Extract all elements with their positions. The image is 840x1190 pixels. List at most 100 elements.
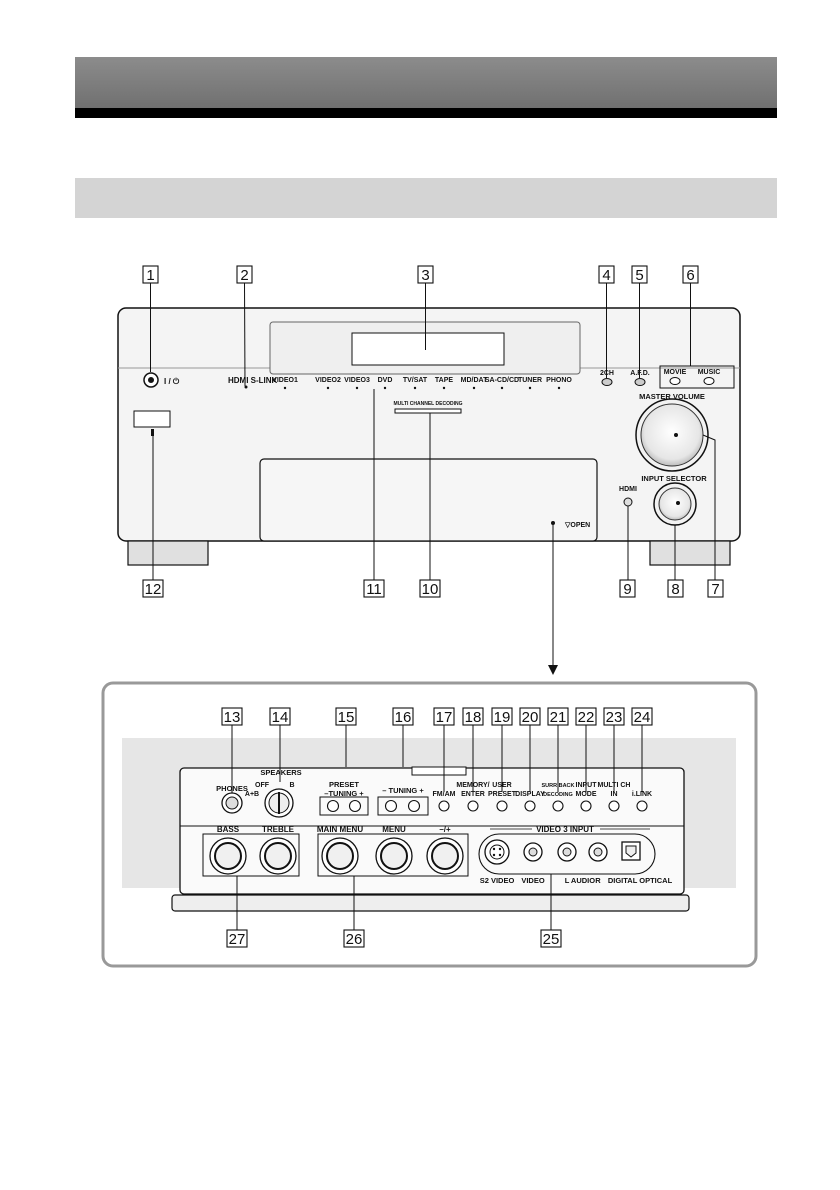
- surr-back-decoding-button[interactable]: [552, 800, 564, 812]
- header-band: [75, 57, 777, 112]
- phones-jack-inner: [225, 796, 239, 810]
- input-label-tvsat: TV/SAT: [403, 377, 428, 384]
- input-label-tape: TAPE: [435, 377, 453, 384]
- surr-label-1: SURR BACK: [542, 783, 575, 789]
- audio-label: AUDIO: [571, 876, 595, 885]
- standby-indicator: [151, 429, 154, 436]
- callout-19: 19: [494, 709, 511, 726]
- input-label-tuner: TUNER: [518, 377, 542, 384]
- s2video-pins: [492, 847, 502, 857]
- tuning-plus-button[interactable]: [407, 799, 421, 813]
- callout-13: 13: [224, 709, 241, 726]
- 2ch-button[interactable]: [601, 378, 613, 386]
- digital-optical-label: DIGITAL OPTICAL: [608, 876, 673, 885]
- callout-26: 26: [346, 931, 363, 948]
- callout-27: 27: [229, 931, 246, 948]
- hdmi-indicator: [623, 497, 633, 507]
- tuning-label: – TUNING +: [382, 786, 424, 795]
- audio-r-jack-inner: [593, 847, 603, 857]
- preset-tuning-label: –TUNING +: [324, 789, 364, 798]
- callout-7: 7: [711, 581, 719, 598]
- preset-tuning-minus-button[interactable]: [326, 799, 340, 813]
- afd-button[interactable]: [634, 378, 646, 386]
- tuning-box: [377, 796, 429, 816]
- callout-15: 15: [338, 709, 355, 726]
- video-jack-inner: [528, 847, 538, 857]
- main-menu-knob[interactable]: [326, 842, 354, 870]
- fmam-button[interactable]: [438, 800, 450, 812]
- treble-label: TREBLE: [262, 825, 295, 834]
- display-button[interactable]: [524, 800, 536, 812]
- fmam-label: FM/AM: [433, 791, 456, 798]
- callout-11: 11: [366, 581, 382, 598]
- callout-12: 12: [145, 581, 162, 598]
- top-callout-boxes: [142, 265, 724, 598]
- hdmi-label: HDMI: [619, 486, 637, 493]
- callout-23: 23: [606, 709, 623, 726]
- master-volume-knob[interactable]: [640, 403, 704, 467]
- user-label-1: USER: [492, 782, 511, 789]
- bass-label: BASS: [217, 825, 240, 834]
- input-label-mddat: MD/DAT: [461, 377, 488, 384]
- speakers-label: SPEAKERS: [260, 768, 301, 777]
- door-open-point: [551, 521, 555, 525]
- callout-25: 25: [543, 931, 560, 948]
- treble-knob[interactable]: [264, 842, 292, 870]
- music-button[interactable]: [703, 377, 715, 385]
- front-door[interactable]: [259, 458, 598, 542]
- section-band: [75, 178, 777, 218]
- callout-24: 24: [634, 709, 651, 726]
- video3-input-label: VIDEO 3 INPUT: [536, 825, 594, 834]
- callout-21: 21: [550, 709, 567, 726]
- input-label-dvd: DVD: [378, 377, 393, 384]
- memory-label-1: MEMORY/: [456, 782, 489, 789]
- speakers-b-label: B: [289, 782, 294, 789]
- input-mode-label-2: MODE: [576, 791, 597, 798]
- master-volume-marker: [674, 433, 678, 437]
- callout-10: 10: [422, 581, 439, 598]
- left-foot: [127, 540, 209, 566]
- ilink-label: i.LINK: [632, 791, 652, 798]
- header-rule: [75, 108, 777, 118]
- callout-18: 18: [465, 709, 482, 726]
- input-label-phono: PHONO: [546, 377, 572, 384]
- input-selector-knob[interactable]: [658, 487, 692, 521]
- memory-enter-button[interactable]: [467, 800, 479, 812]
- callout-14: 14: [272, 709, 289, 726]
- input-selector-label: INPUT SELECTOR: [641, 474, 707, 483]
- tuning-minus-button[interactable]: [384, 799, 398, 813]
- multi-channel-decoding-indicator: [394, 408, 462, 414]
- movie-label: MOVIE: [664, 369, 687, 376]
- multi-ch-in-button[interactable]: [608, 800, 620, 812]
- input-mode-button[interactable]: [580, 800, 592, 812]
- input-label-sacd: SA-CD/CD: [485, 377, 519, 384]
- bass-treble-box: [202, 833, 300, 877]
- s2video-label: S2 VIDEO: [480, 876, 515, 885]
- multi-ch-label-1: MULTI CH: [598, 782, 631, 789]
- user-preset-button[interactable]: [496, 800, 508, 812]
- open-label: ▽OPEN: [564, 522, 590, 529]
- callout-8: 8: [671, 581, 679, 598]
- preset-tuning-plus-button[interactable]: [348, 799, 362, 813]
- door-panel: [101, 681, 758, 968]
- movie-button[interactable]: [669, 377, 681, 385]
- input-indicators: [283, 386, 561, 390]
- callout-1: 1: [146, 267, 154, 284]
- callout-20: 20: [522, 709, 539, 726]
- digital-optical-jack-inner: [625, 845, 637, 858]
- surr-label-2: DECODING: [543, 792, 573, 798]
- callout-16: 16: [395, 709, 412, 726]
- menu-knob[interactable]: [380, 842, 408, 870]
- hdmi-slink-label: HDMI S-LINK: [228, 376, 278, 385]
- door-panel-lip: [171, 894, 690, 912]
- callout-22: 22: [578, 709, 595, 726]
- video-jack-label: VIDEO: [521, 876, 545, 885]
- bottom-leader-lines: [231, 725, 643, 930]
- plusminus-knob[interactable]: [431, 842, 459, 870]
- bass-knob[interactable]: [214, 842, 242, 870]
- plusminus-label: –/+: [439, 825, 451, 834]
- callout-3: 3: [421, 267, 429, 284]
- multi-ch-label-2: IN: [611, 791, 618, 798]
- ilink-button[interactable]: [636, 800, 648, 812]
